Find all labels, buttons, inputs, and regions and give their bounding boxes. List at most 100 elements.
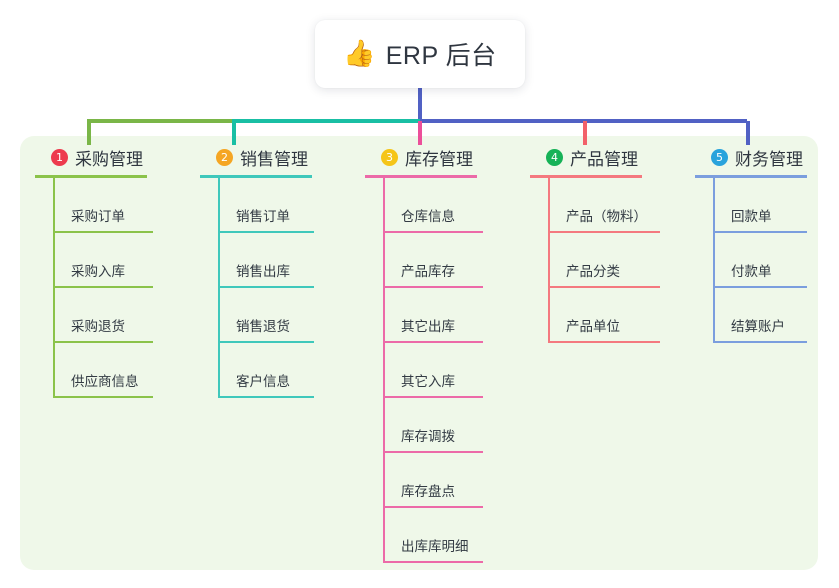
branch-item[interactable]: 销售退货 — [218, 288, 314, 343]
branch-item[interactable]: 产品单位 — [548, 288, 660, 343]
branch-item-label: 库存调拨 — [401, 429, 455, 444]
branch-item-label: 付款单 — [731, 264, 772, 279]
branch-header-rule — [530, 175, 642, 178]
root-node-erp-backend[interactable]: 👍 ERP 后台 — [315, 20, 525, 88]
branch-item-label: 产品单位 — [566, 319, 620, 334]
branch-item[interactable]: 产品分类 — [548, 233, 660, 288]
branch-item[interactable]: 付款单 — [713, 233, 807, 288]
connector-stub-finance — [746, 121, 750, 145]
branch-item-label: 产品分类 — [566, 264, 620, 279]
branch-spine — [53, 178, 55, 398]
branch-number-badge: 1 — [51, 148, 68, 166]
branch-item-rule — [53, 231, 153, 233]
branch-item-label: 客户信息 — [236, 374, 290, 389]
connector-stub-sales — [232, 121, 236, 145]
branch-items-sales: 销售订单销售出库销售退货客户信息 — [200, 178, 314, 398]
branch-item-rule — [713, 286, 807, 288]
thumbs-up-icon: 👍 — [343, 39, 376, 69]
branch-item-rule — [713, 231, 807, 233]
branch-item-label: 库存盘点 — [401, 484, 455, 499]
branch-items-inventory: 仓库信息产品库存其它出库其它入库库存调拨库存盘点出库库明细 — [365, 178, 483, 563]
branch-item-rule — [53, 341, 153, 343]
branch-item-label: 产品（物料） — [566, 209, 647, 224]
branch-item-label: 结算账户 — [731, 319, 785, 334]
connector-stub-product — [583, 121, 587, 145]
branch-item-rule — [548, 231, 660, 233]
branch-header-rule — [35, 175, 147, 178]
branch-item[interactable]: 仓库信息 — [383, 178, 483, 233]
branch-item[interactable]: 销售出库 — [218, 233, 314, 288]
branch-items-product: 产品（物料） 产品分类产品单位 — [530, 178, 660, 343]
connector-stub-inventory — [418, 121, 422, 145]
root-node-title: ERP 后台 — [385, 42, 497, 70]
branch-item-label: 销售订单 — [236, 209, 290, 224]
branch-item[interactable]: 销售订单 — [218, 178, 314, 233]
branch-item-rule — [53, 396, 153, 398]
branch-item[interactable]: 采购退货 — [53, 288, 153, 343]
connector-bus-green — [87, 119, 232, 123]
branch-column-finance: 5 财务管理回款单付款单结算账户 — [695, 144, 807, 343]
branch-item[interactable]: 采购订单 — [53, 178, 153, 233]
branch-item[interactable]: 其它出库 — [383, 288, 483, 343]
branch-item-label: 采购入库 — [71, 264, 125, 279]
branch-item-label: 销售出库 — [236, 264, 290, 279]
branch-item[interactable]: 库存盘点 — [383, 453, 483, 508]
branch-item-rule — [548, 286, 660, 288]
branch-spine — [548, 178, 550, 343]
branch-item[interactable]: 其它入库 — [383, 343, 483, 398]
connector-stub-purchase — [87, 121, 91, 145]
branch-header-sales[interactable]: 2 销售管理 — [200, 144, 312, 170]
branch-column-sales: 2 销售管理销售订单销售出库销售退货客户信息 — [200, 144, 314, 398]
branch-column-inventory: 3 库存管理仓库信息产品库存其它出库其它入库库存调拨库存盘点出库库明细 — [365, 144, 483, 563]
branch-header-rule — [200, 175, 312, 178]
branch-title: 采购管理 — [75, 149, 143, 169]
branch-title: 销售管理 — [240, 149, 308, 169]
branch-header-rule — [365, 175, 477, 178]
branch-item[interactable]: 产品（物料） — [548, 178, 660, 233]
branch-item-label: 出库库明细 — [401, 539, 469, 554]
branch-item[interactable]: 采购入库 — [53, 233, 153, 288]
branch-header-rule — [695, 175, 807, 178]
branch-item-rule — [218, 396, 314, 398]
branch-item-label: 其它入库 — [401, 374, 455, 389]
connector-bus-teal — [232, 119, 420, 123]
branch-item-rule — [218, 286, 314, 288]
branch-item-rule — [383, 451, 483, 453]
branch-item-label: 采购退货 — [71, 319, 125, 334]
branch-item[interactable]: 供应商信息 — [53, 343, 153, 398]
branch-spine — [383, 178, 385, 563]
branch-item-label: 仓库信息 — [401, 209, 455, 224]
branch-number-badge: 4 — [546, 148, 563, 166]
branch-item-rule — [548, 341, 660, 343]
branch-header-finance[interactable]: 5 财务管理 — [695, 144, 807, 170]
branch-item[interactable]: 出库库明细 — [383, 508, 483, 563]
diagram-background-panel — [20, 136, 818, 570]
branch-item-rule — [383, 231, 483, 233]
branch-number-badge: 2 — [216, 148, 233, 166]
branch-item-rule — [53, 286, 153, 288]
branch-item-label: 产品库存 — [401, 264, 455, 279]
branch-spine — [713, 178, 715, 343]
branch-item[interactable]: 回款单 — [713, 178, 807, 233]
branch-item[interactable]: 结算账户 — [713, 288, 807, 343]
branch-item-rule — [383, 561, 483, 563]
branch-item[interactable]: 客户信息 — [218, 343, 314, 398]
branch-number-badge: 3 — [381, 148, 398, 166]
branch-title: 财务管理 — [735, 149, 803, 169]
branch-item-rule — [218, 231, 314, 233]
branch-item-rule — [383, 341, 483, 343]
branch-item-rule — [383, 286, 483, 288]
branch-items-finance: 回款单付款单结算账户 — [695, 178, 807, 343]
branch-item[interactable]: 产品库存 — [383, 233, 483, 288]
branch-header-purchase[interactable]: 1 采购管理 — [35, 144, 147, 170]
branch-item-rule — [383, 396, 483, 398]
branch-header-inventory[interactable]: 3 库存管理 — [365, 144, 477, 170]
branch-item-label: 其它出库 — [401, 319, 455, 334]
branch-number-badge: 5 — [711, 148, 728, 166]
branch-item[interactable]: 库存调拨 — [383, 398, 483, 453]
branch-items-purchase: 采购订单采购入库采购退货供应商信息 — [35, 178, 153, 398]
branch-title: 库存管理 — [405, 149, 473, 169]
branch-item-rule — [713, 341, 807, 343]
